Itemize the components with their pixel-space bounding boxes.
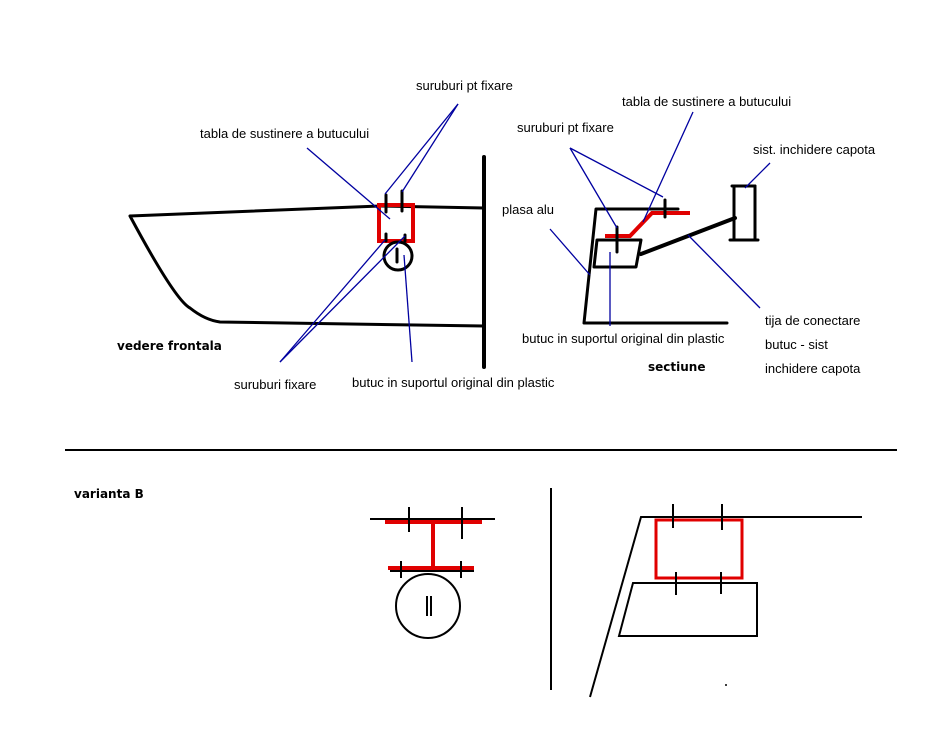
section-outline <box>582 207 729 325</box>
label-plate: tabla de sustinere a butucului <box>200 126 369 141</box>
section-view-title: sectiune <box>648 360 705 374</box>
label-latch: sist. inchidere capota <box>753 142 876 157</box>
connecting-rod <box>639 216 737 256</box>
label-hub: butuc in suportul original din plastic <box>522 331 725 346</box>
front-view-title: vedere frontala <box>117 339 222 353</box>
label-plate: tabla de sustinere a butucului <box>622 94 791 109</box>
label-screws-bottom: suruburi fixare <box>234 377 316 392</box>
leader-lines <box>549 111 771 326</box>
variant-b: varianta B <box>74 487 862 698</box>
front-view: suruburi pt fixare tabla de sustinere a … <box>117 78 555 392</box>
screws <box>384 189 407 243</box>
hood-latch <box>728 184 760 242</box>
hub-box <box>592 238 643 269</box>
variant-b-title: varianta B <box>74 487 144 501</box>
lock-key-slot <box>426 596 432 616</box>
lock-hub <box>382 240 414 272</box>
label-screws: suruburi pt fixare <box>517 120 614 135</box>
leader-lines <box>279 103 459 363</box>
screws <box>672 504 723 595</box>
label-screws-top: suruburi pt fixare <box>416 78 513 93</box>
grille-outline <box>128 204 486 328</box>
section-outline-b <box>589 516 862 698</box>
support-plate <box>377 203 415 243</box>
section-view: tabla de sustinere a butucului suruburi … <box>517 94 876 376</box>
label-rod-3: inchidere capota <box>765 361 861 376</box>
label-rod-2: butuc - sist <box>765 337 828 352</box>
stray-dot <box>725 684 727 686</box>
label-rod-1: tija de conectare <box>765 313 860 328</box>
hub-box-b <box>617 582 758 637</box>
label-mesh: plasa alu <box>502 202 554 217</box>
support-plate-b <box>385 520 482 570</box>
lock-hub <box>395 573 461 639</box>
label-hub: butuc in suportul original din plastic <box>352 375 555 390</box>
support-plate-b-section <box>654 518 744 580</box>
screws <box>400 507 463 578</box>
